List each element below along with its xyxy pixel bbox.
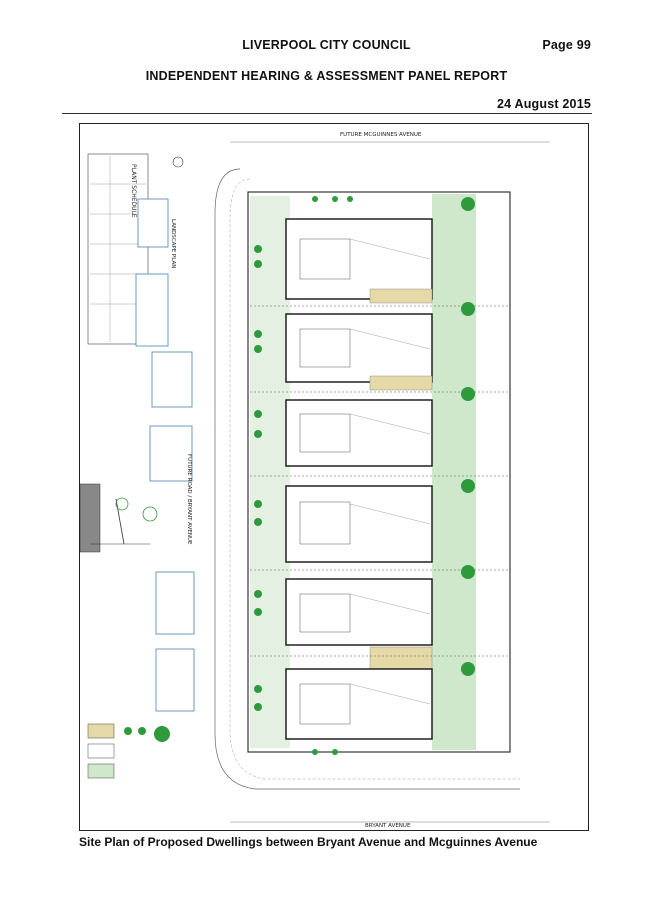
report-title: INDEPENDENT HEARING & ASSESSMENT PANEL R… (145, 69, 508, 83)
legend-tree-icon (154, 726, 170, 742)
report-date: 24 August 2015 (496, 97, 591, 111)
north-arrow-icon (172, 156, 184, 168)
landscape-plan-label: LANDSCAPE PLAN (170, 219, 176, 268)
site-plan-drawing: PLANT SCHEDULE LANDSCAPE PLAN FU (79, 123, 589, 831)
council-name: LIVERPOOL CITY COUNCIL (242, 38, 411, 52)
dwellings (250, 194, 510, 750)
page-number: Page 99 (542, 38, 591, 52)
trees (254, 196, 475, 755)
top-street-label: FUTURE MCGUINNES AVENUE (340, 132, 422, 138)
site-plan-svg: PLANT SCHEDULE LANDSCAPE PLAN FU (79, 132, 550, 829)
bottom-street-label: BRYANT AVENUE (365, 823, 411, 829)
legend-column: PLANT SCHEDULE LANDSCAPE PLAN (79, 153, 195, 779)
plant-schedule-label: PLANT SCHEDULE (130, 164, 137, 218)
site-boundary (247, 191, 511, 753)
side-street-label: FUTURE ROAD / BRYANT AVENUE (186, 454, 192, 545)
figure-caption: Site Plan of Proposed Dwellings between … (79, 835, 538, 849)
header-divider (62, 113, 592, 114)
